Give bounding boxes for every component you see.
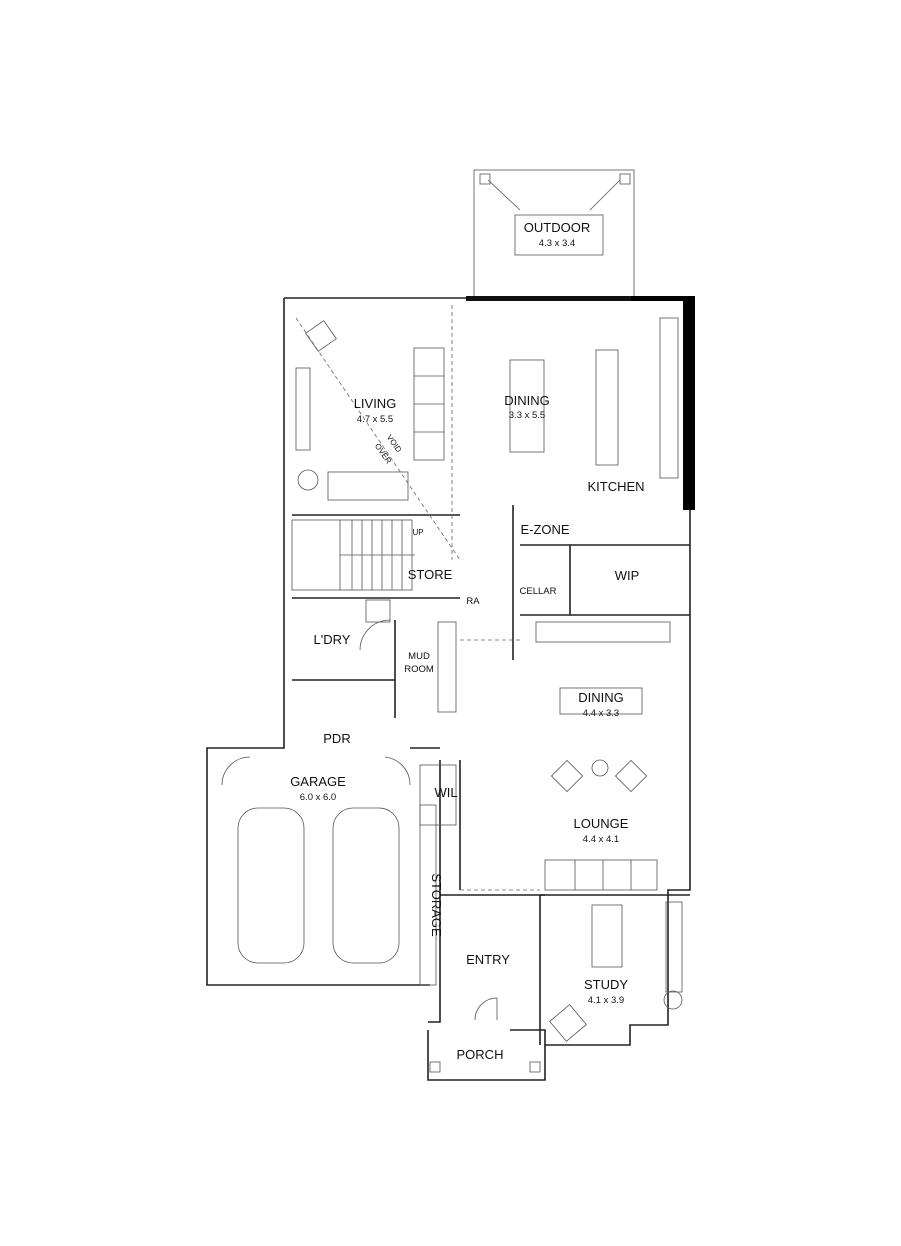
room-size-dining-lower: 4.4 x 3.3 xyxy=(583,708,619,719)
stair-up-label: UP xyxy=(412,528,423,537)
room-labels: OUTDOOR 4.3 x 3.4 LIVING 4.7 x 5.5 VOID … xyxy=(290,220,644,1062)
room-label-outdoor: OUTDOOR xyxy=(524,220,590,235)
room-size-garage: 6.0 x 6.0 xyxy=(300,792,336,803)
room-label-living: LIVING xyxy=(354,396,397,411)
room-label-wil: WIL xyxy=(434,785,457,800)
room-label-laundry: L'DRY xyxy=(314,632,351,647)
room-label-dining-upper: DINING xyxy=(504,393,550,408)
room-label-lounge: LOUNGE xyxy=(574,816,629,831)
room-label-kitchen: KITCHEN xyxy=(587,479,644,494)
room-size-study: 4.1 x 3.9 xyxy=(588,995,624,1006)
room-label-cellar: CELLAR xyxy=(520,586,557,597)
room-size-living: 4.7 x 5.5 xyxy=(357,414,393,425)
void-line xyxy=(295,305,540,891)
room-label-mud: MUD xyxy=(408,651,430,662)
room-label-wip: WIP xyxy=(615,568,640,583)
ra-label: RA xyxy=(466,596,480,607)
room-size-lounge: 4.4 x 4.1 xyxy=(583,834,619,845)
room-label-study: STUDY xyxy=(584,977,628,992)
walls xyxy=(206,296,695,1081)
room-label-porch: PORCH xyxy=(457,1047,504,1062)
room-label-dining-lower: DINING xyxy=(578,690,624,705)
room-label-room: ROOM xyxy=(404,664,434,675)
room-size-outdoor: 4.3 x 3.4 xyxy=(539,238,575,249)
room-label-entry: ENTRY xyxy=(466,952,510,967)
room-label-pdr: PDR xyxy=(323,731,350,746)
room-label-store: STORE xyxy=(408,567,453,582)
room-label-storage: STORAGE xyxy=(429,873,444,937)
furniture xyxy=(221,317,683,1073)
room-label-garage: GARAGE xyxy=(290,774,346,789)
room-label-ezone: E-ZONE xyxy=(520,522,569,537)
room-size-dining-upper: 3.3 x 5.5 xyxy=(509,410,545,421)
